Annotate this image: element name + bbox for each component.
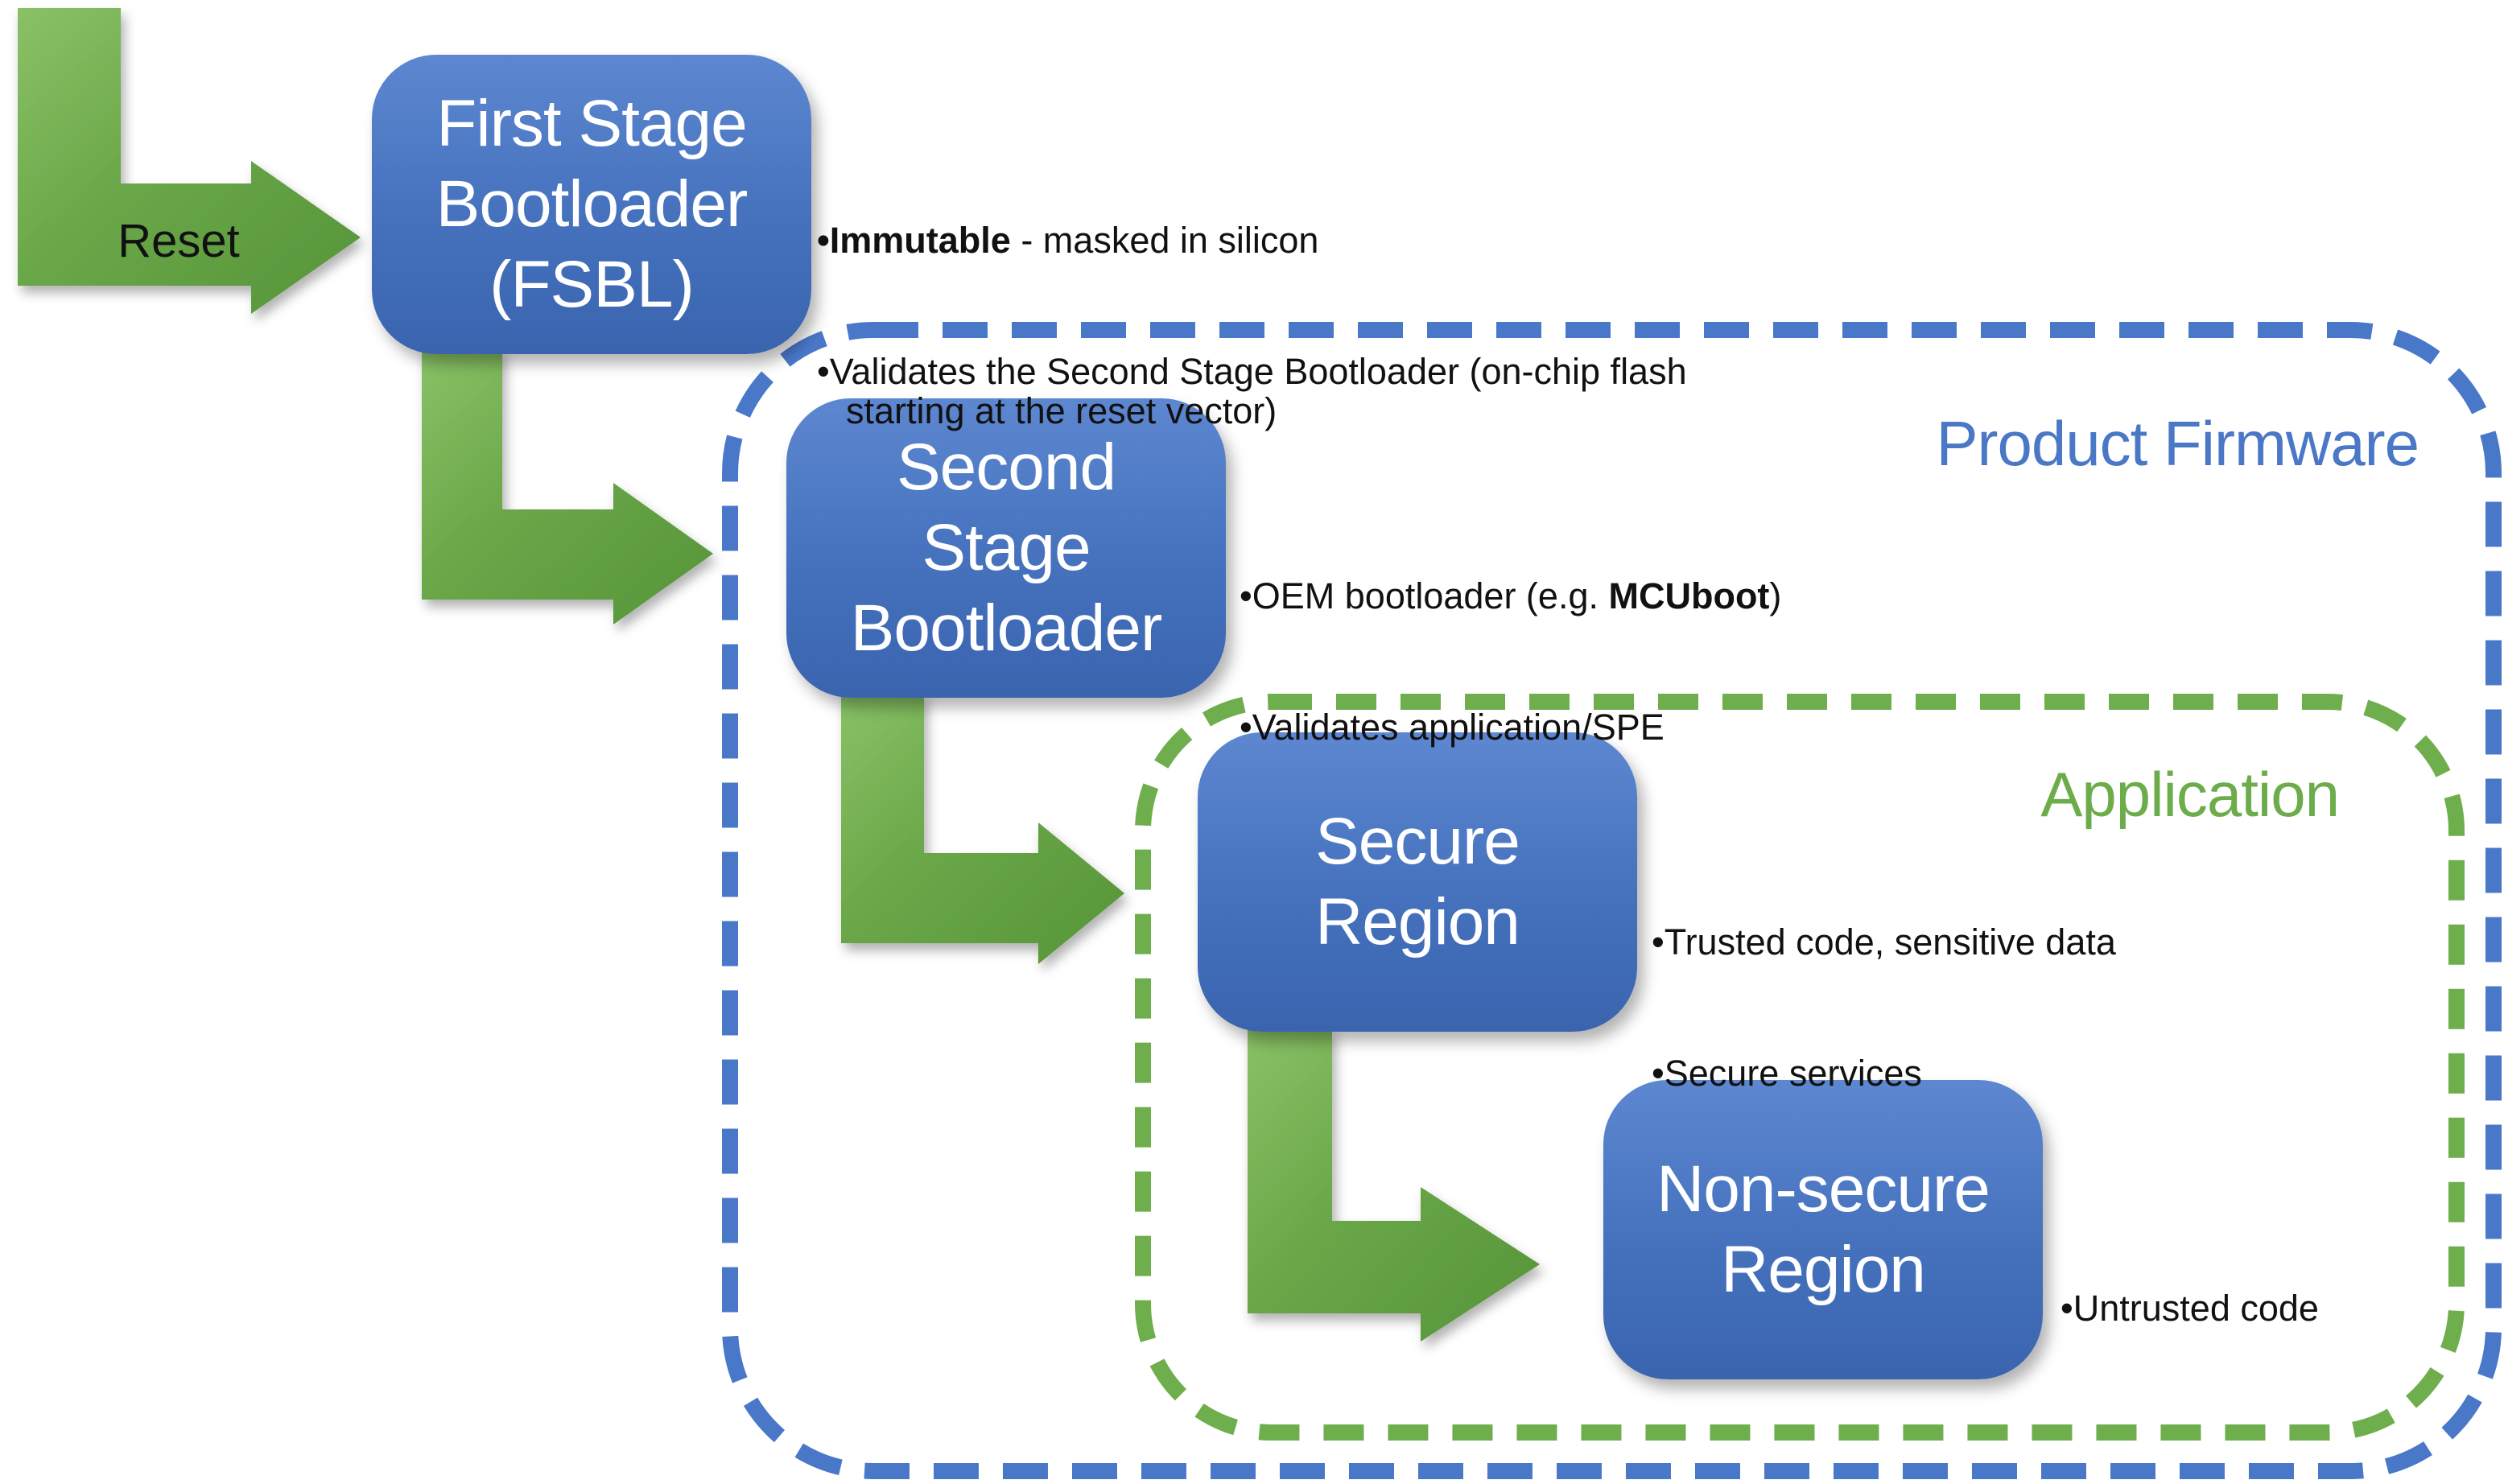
box-secure-region: Secure Region (1198, 732, 1637, 1032)
secure-region-notes: •Trusted code, sensitive data •Secure se… (1652, 843, 2376, 1185)
box-title-line: (FSBL) (489, 248, 695, 321)
box-title-line: Bootloader (435, 167, 749, 241)
fsbl-notes: •Immutable - masked in silicon •Validate… (817, 142, 1944, 522)
ssbl-notes: •OEM bootloader (e.g. MCUboot) •Validate… (1240, 497, 2044, 839)
product-firmware-region-label: Product Firmware (1936, 408, 2419, 479)
reset-arrow (18, 8, 361, 314)
note-text: •Validates application/SPE (1240, 707, 1665, 748)
note-secure-services: •Secure services (1652, 1053, 2376, 1093)
note-untrusted-code: •Untrusted code (2061, 1288, 2504, 1328)
note-text: •Validates the Second Stage Bootloader (… (817, 351, 1687, 392)
arrow-ssbl-to-secure (841, 692, 1124, 964)
note-text: starting at the reset vector) (846, 390, 1277, 431)
application-region-label: Application (2040, 759, 2340, 830)
box-title-line: Stage (922, 511, 1091, 584)
note-text: ) (1769, 575, 1782, 616)
note-bold-text: MCUboot (1608, 575, 1770, 616)
box-title-line: Secure (1315, 805, 1520, 878)
box-title-line: Second (896, 431, 1116, 504)
note-text: •Trusted code, sensitive data (1652, 921, 2116, 963)
box-title-line: Non-secure (1656, 1152, 1990, 1226)
note-oem-bootloader: •OEM bootloader (e.g. MCUboot) (1240, 576, 2044, 616)
box-nonsecure-region: Non-secure Region (1603, 1080, 2043, 1379)
reset-label: Reset (118, 215, 240, 267)
arrow-fsbl-to-ssbl (422, 348, 713, 625)
note-validates-app: •Validates application/SPE (1240, 707, 2044, 747)
note-text: - masked in silicon (1010, 220, 1319, 261)
application-region-border (1135, 694, 2465, 1441)
note-text: •OEM bootloader (e.g. (1240, 575, 1609, 616)
arrow-secure-to-nonsecure (1248, 1028, 1540, 1342)
box-title-line: First Stage (436, 87, 747, 160)
box-second-stage-bootloader: Second Stage Bootloader (786, 398, 1226, 698)
box-first-stage-bootloader: First Stage Bootloader (FSBL) (372, 55, 811, 354)
note-validates-ssbl: •Validates the Second Stage Bootloader (… (817, 352, 1944, 431)
nonsecure-region-notes: •Untrusted code (2061, 1210, 2504, 1420)
box-title-line: Region (1721, 1233, 1926, 1306)
note-bold-text: •Immutable (817, 220, 1011, 261)
box-title-line: Bootloader (850, 592, 1163, 665)
note-trusted-code: •Trusted code, sensitive data (1652, 922, 2376, 962)
box-title-line: Region (1315, 885, 1520, 958)
note-text: •Untrusted code (2061, 1288, 2319, 1329)
note-text: •Secure services (1652, 1053, 1922, 1094)
note-immutable: •Immutable - masked in silicon (817, 221, 1944, 260)
